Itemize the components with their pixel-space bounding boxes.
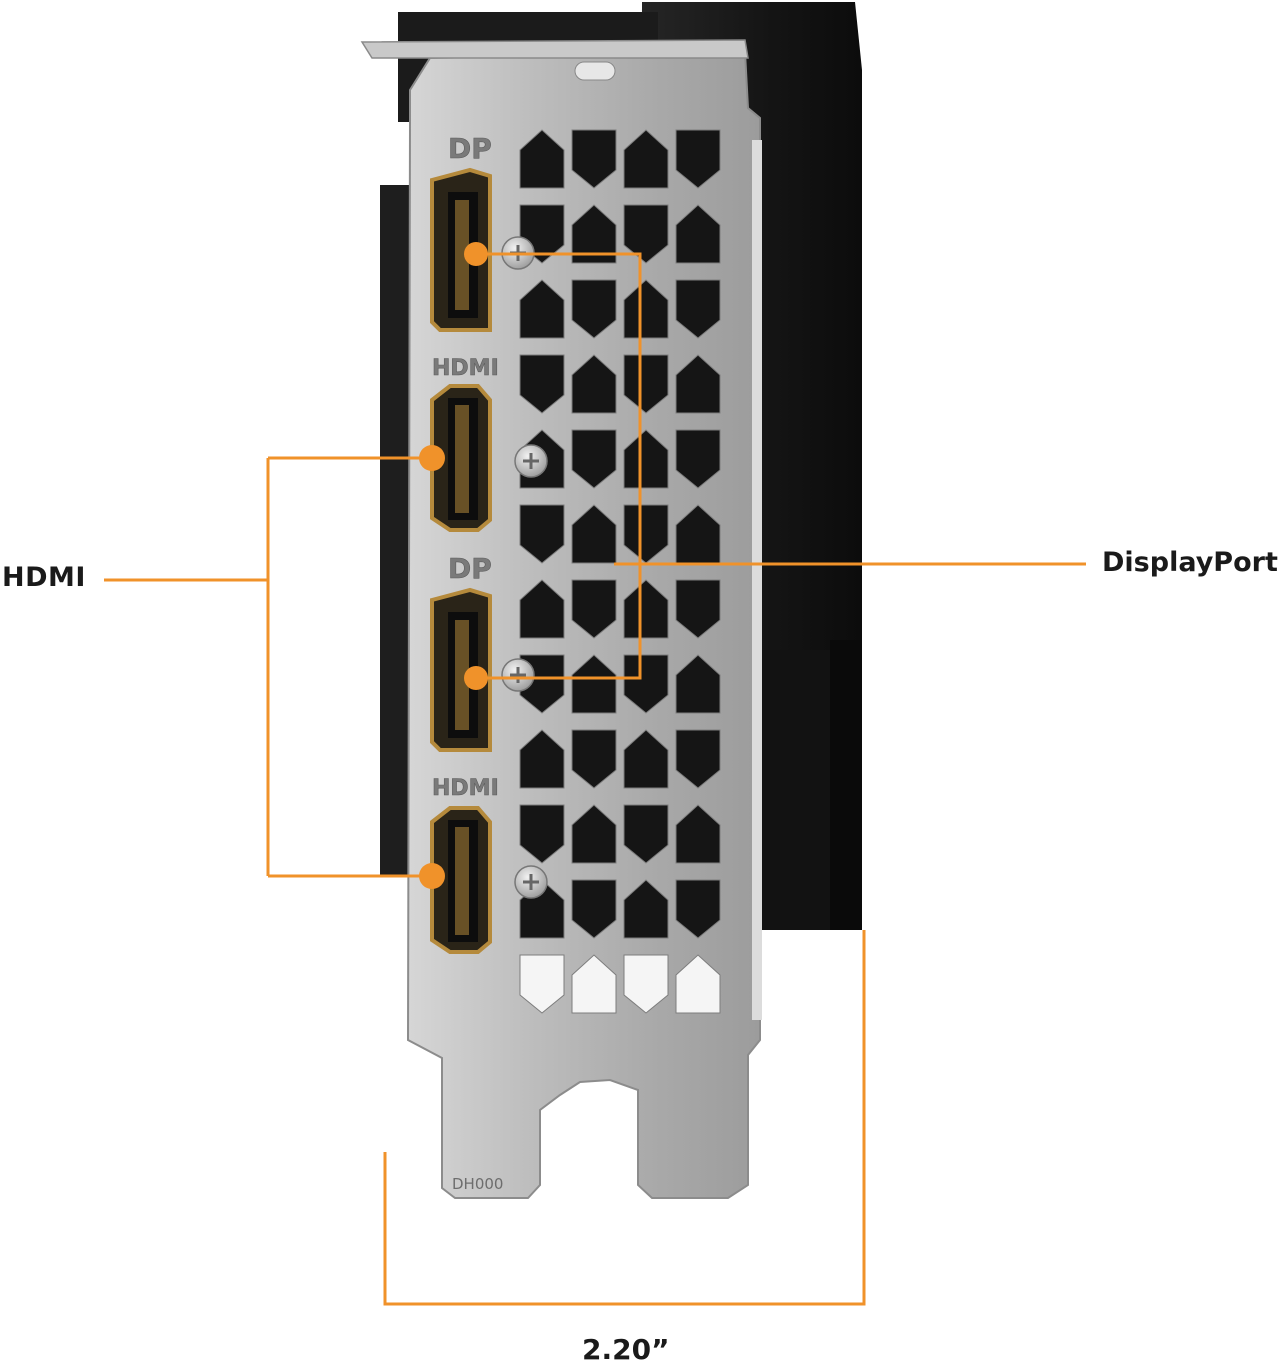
hdmi-1-marker-dot [419, 445, 445, 471]
hdmi-callout-line [104, 456, 432, 878]
port-label-hdmi-2: HDMI [432, 776, 499, 801]
vent-opening [571, 429, 617, 489]
vent-opening [623, 354, 669, 414]
screw-icon [514, 444, 548, 478]
hdmi-port-2 [430, 806, 492, 954]
displayport-callout-line [476, 252, 1086, 680]
vent-opening [675, 429, 721, 489]
vent-opening [675, 654, 721, 714]
vent-opening [519, 279, 565, 339]
vent-opening [675, 279, 721, 339]
vent-grid [519, 129, 721, 1014]
vent-opening [675, 204, 721, 264]
vent-opening [675, 504, 721, 564]
displayport-2-marker-dot [464, 666, 488, 690]
screw-icon [514, 865, 548, 899]
vent-opening [623, 579, 669, 639]
vent-opening [571, 729, 617, 789]
hdmi-port-1 [430, 384, 492, 532]
vent-opening [519, 804, 565, 864]
port-label-hdmi-1: HDMI [432, 356, 499, 381]
vent-opening [675, 354, 721, 414]
vent-opening [675, 804, 721, 864]
vent-opening [571, 279, 617, 339]
vent-opening [675, 879, 721, 939]
vent-opening [571, 954, 617, 1014]
vent-opening [571, 504, 617, 564]
bracket-part-code: DH000 [452, 1175, 503, 1193]
vent-opening [519, 354, 565, 414]
port-label-dp-1: DP [448, 132, 492, 165]
vent-opening [519, 129, 565, 189]
vent-opening [571, 129, 617, 189]
vent-opening [623, 279, 669, 339]
vent-opening [623, 804, 669, 864]
vent-opening [571, 654, 617, 714]
vent-opening [623, 504, 669, 564]
port-label-dp-2: DP [448, 552, 492, 585]
vent-opening [675, 579, 721, 639]
screw-icon [501, 658, 535, 692]
vent-opening [519, 579, 565, 639]
width-dimension-label: 2.20” [582, 1333, 670, 1366]
vent-opening [519, 504, 565, 564]
vent-opening [571, 579, 617, 639]
callout-dots [419, 242, 488, 889]
hdmi-callout-label: HDMI [2, 562, 86, 593]
width-dimension-line [383, 930, 866, 1306]
vent-opening [623, 654, 669, 714]
vent-opening [623, 129, 669, 189]
vent-opening [675, 729, 721, 789]
vent-opening [519, 729, 565, 789]
vent-opening [675, 954, 721, 1014]
vent-opening [571, 354, 617, 414]
bracket-port-labels: DP HDMI DP HDMI DH000 [432, 132, 504, 1193]
vent-opening [675, 129, 721, 189]
displayport-callout-label: DisplayPort [1102, 547, 1278, 578]
vent-opening [623, 204, 669, 264]
displayport-1-marker-dot [464, 242, 488, 266]
vent-opening [571, 879, 617, 939]
vent-opening [623, 954, 669, 1014]
displayport-port-1 [430, 167, 492, 332]
vent-opening [623, 729, 669, 789]
vent-opening [623, 879, 669, 939]
vent-opening [519, 954, 565, 1014]
hdmi-2-marker-dot [419, 863, 445, 889]
callout-lines [104, 252, 1086, 1306]
vent-opening [571, 804, 617, 864]
vent-opening [571, 204, 617, 264]
vent-opening [623, 429, 669, 489]
